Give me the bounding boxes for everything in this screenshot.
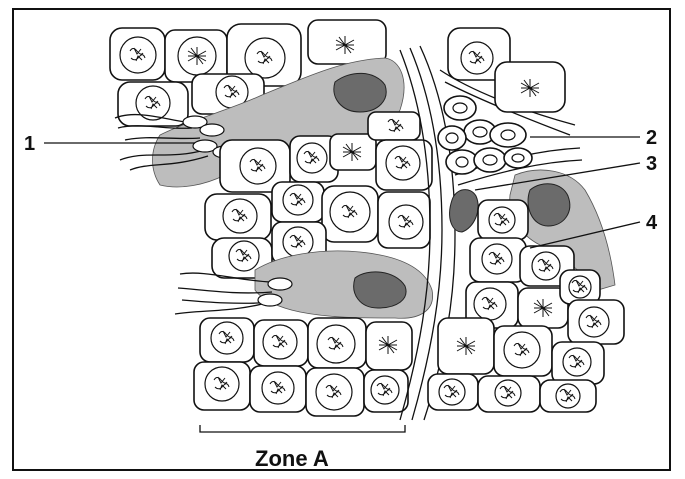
label-3: 3 bbox=[646, 153, 657, 175]
label-2: 2 bbox=[646, 127, 657, 149]
zone-bracket bbox=[200, 425, 405, 432]
zone-a-bracket: Zone A bbox=[200, 425, 405, 471]
label-2-group: 2 bbox=[530, 127, 657, 149]
capillary-blood-cell bbox=[450, 190, 478, 232]
dark-nucleus-upper bbox=[334, 73, 386, 112]
label-4: 4 bbox=[646, 212, 658, 234]
bottom-left-cell-group bbox=[194, 318, 412, 416]
label-1: 1 bbox=[24, 133, 35, 155]
zone-a-label: Zone A bbox=[255, 446, 329, 471]
